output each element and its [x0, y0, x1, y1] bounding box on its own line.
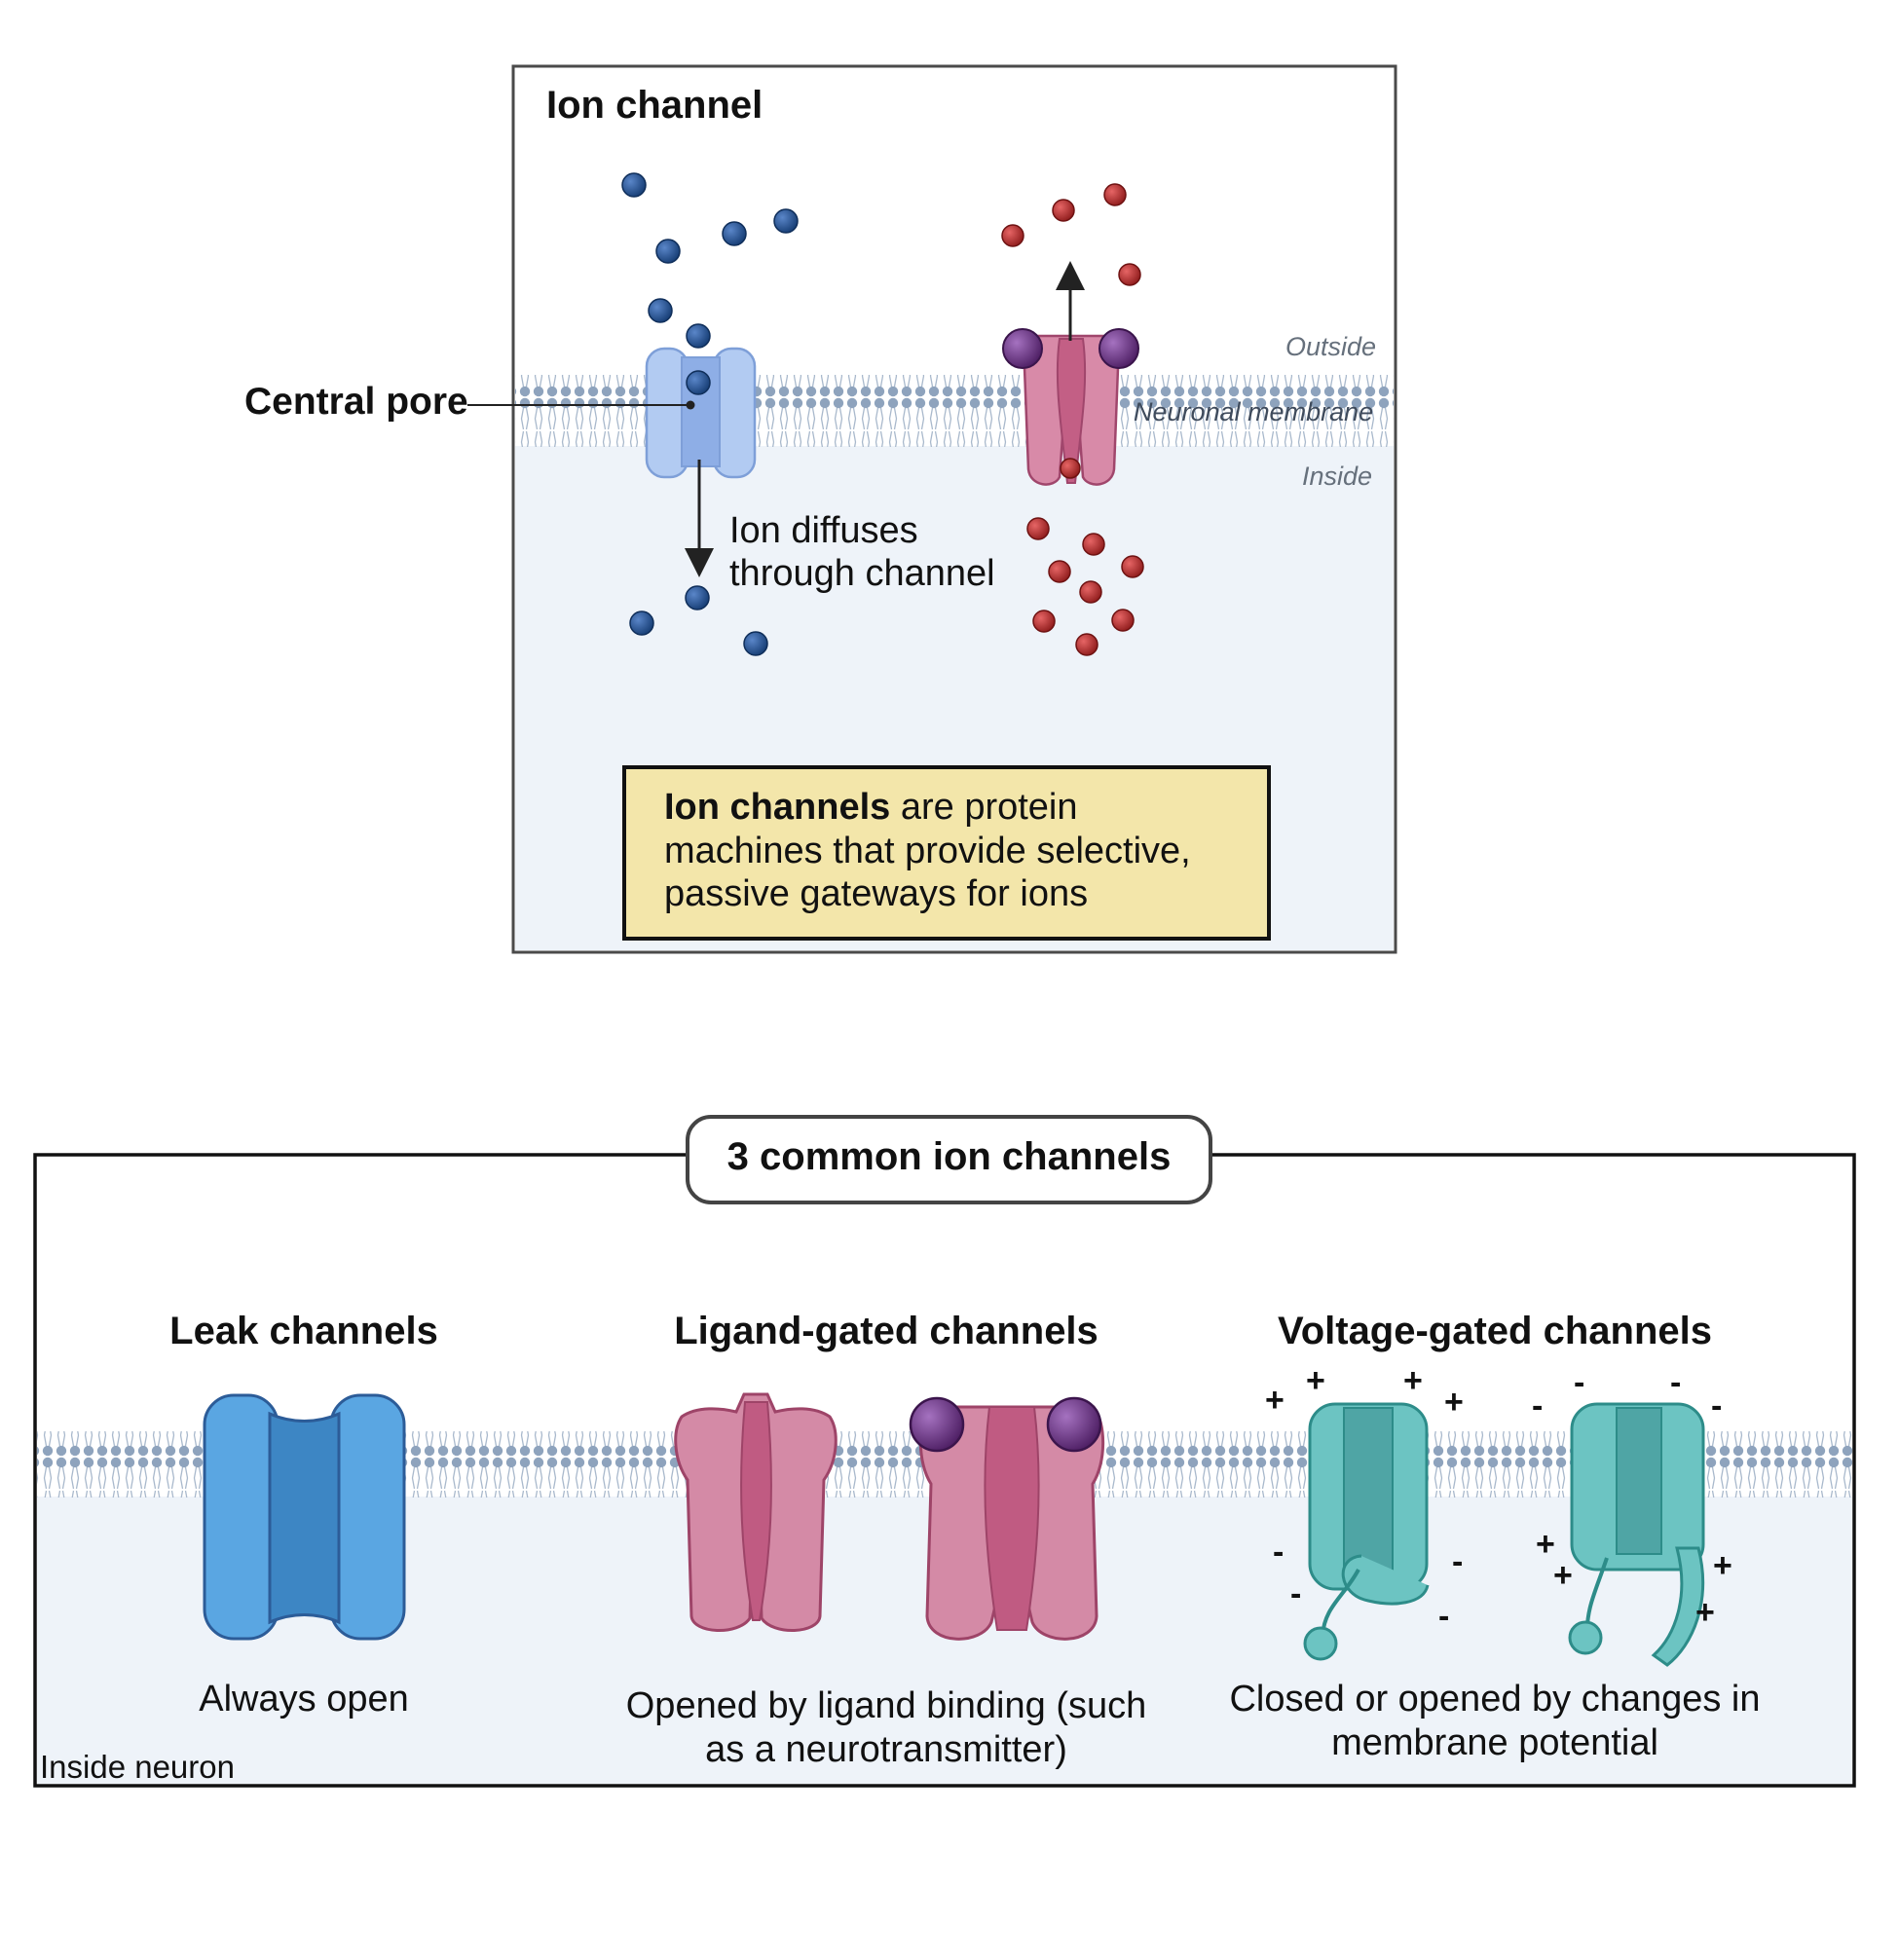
- voltage-channel-open: [1568, 1402, 1705, 1667]
- charge-plus: +: [1444, 1384, 1464, 1421]
- charge-plus: +: [1536, 1526, 1555, 1563]
- charge-minus: -: [1438, 1598, 1450, 1635]
- info-text-rest: are protein: [890, 787, 1078, 828]
- top-panel: [467, 64, 1397, 954]
- ligand-channel-closed: [674, 1392, 838, 1632]
- voltage-caption-line2: membrane potential: [1331, 1722, 1658, 1763]
- ligand-molecule-right: [1098, 328, 1139, 369]
- ligand-molecule-bottom-right: [1046, 1396, 1102, 1453]
- charge-minus: -: [1670, 1364, 1682, 1401]
- voltage-caption-line1: Closed or opened by changes in: [1229, 1679, 1761, 1720]
- inside-neuron-label: Inside neuron: [40, 1749, 235, 1785]
- charge-plus: +: [1403, 1362, 1423, 1399]
- ligand-caption-line1: Opened by ligand binding (such: [625, 1685, 1147, 1726]
- red-ions: [1001, 183, 1144, 656]
- central-pore-dot: [686, 400, 695, 410]
- top-leak-channel: [645, 347, 757, 479]
- charge-minus: -: [1452, 1543, 1464, 1580]
- charge-plus: +: [1713, 1547, 1732, 1584]
- leak-channels-title: Leak channels: [169, 1310, 438, 1352]
- ligand-caption-line2: as a neurotransmitter): [705, 1729, 1067, 1770]
- charge-minus: -: [1273, 1534, 1285, 1571]
- leak-caption: Always open: [199, 1679, 409, 1720]
- voltage-channels-title: Voltage-gated channels: [1277, 1310, 1712, 1352]
- ligand-molecule-left: [1002, 328, 1043, 369]
- leak-channel: [203, 1393, 406, 1641]
- bottom-header-box: [686, 1115, 1212, 1204]
- charge-plus: +: [1695, 1594, 1715, 1631]
- charge-minus: -: [1711, 1387, 1723, 1424]
- ligand-channels-title: Ligand-gated channels: [674, 1310, 1098, 1352]
- diffusion-label-line2: through channel: [729, 553, 995, 594]
- outside-label: Outside: [1285, 332, 1377, 361]
- inside-label: Inside: [1302, 462, 1373, 491]
- diffusion-label-line1: Ion diffuses: [729, 510, 918, 551]
- info-text-line1: Ion channels are protein: [664, 786, 1078, 830]
- blue-ions: [621, 172, 799, 656]
- info-text-line3: passive gateways for ions: [664, 873, 1089, 914]
- voltage-channel-closed: [1303, 1402, 1430, 1661]
- info-text-line2: machines that provide selective,: [664, 831, 1191, 871]
- info-text-bold: Ion channels: [664, 787, 891, 828]
- charge-minus: -: [1290, 1575, 1302, 1612]
- charge-plus: +: [1265, 1382, 1285, 1419]
- neuronal-membrane-label: Neuronal membrane: [1134, 397, 1374, 426]
- charge-minus: -: [1574, 1364, 1585, 1401]
- charge-minus: -: [1532, 1387, 1544, 1424]
- central-pore-label: Central pore: [244, 381, 468, 423]
- charge-plus: +: [1553, 1557, 1573, 1594]
- info-box: [622, 765, 1271, 941]
- charge-plus: +: [1306, 1362, 1325, 1399]
- bottom-panel-header: 3 common ion channels: [726, 1135, 1172, 1178]
- bottom-panel: [33, 1115, 1856, 1788]
- top-panel-title: Ion channel: [546, 84, 763, 127]
- ligand-channel-open: [918, 1405, 1105, 1641]
- ligand-molecule-bottom-left: [909, 1396, 965, 1453]
